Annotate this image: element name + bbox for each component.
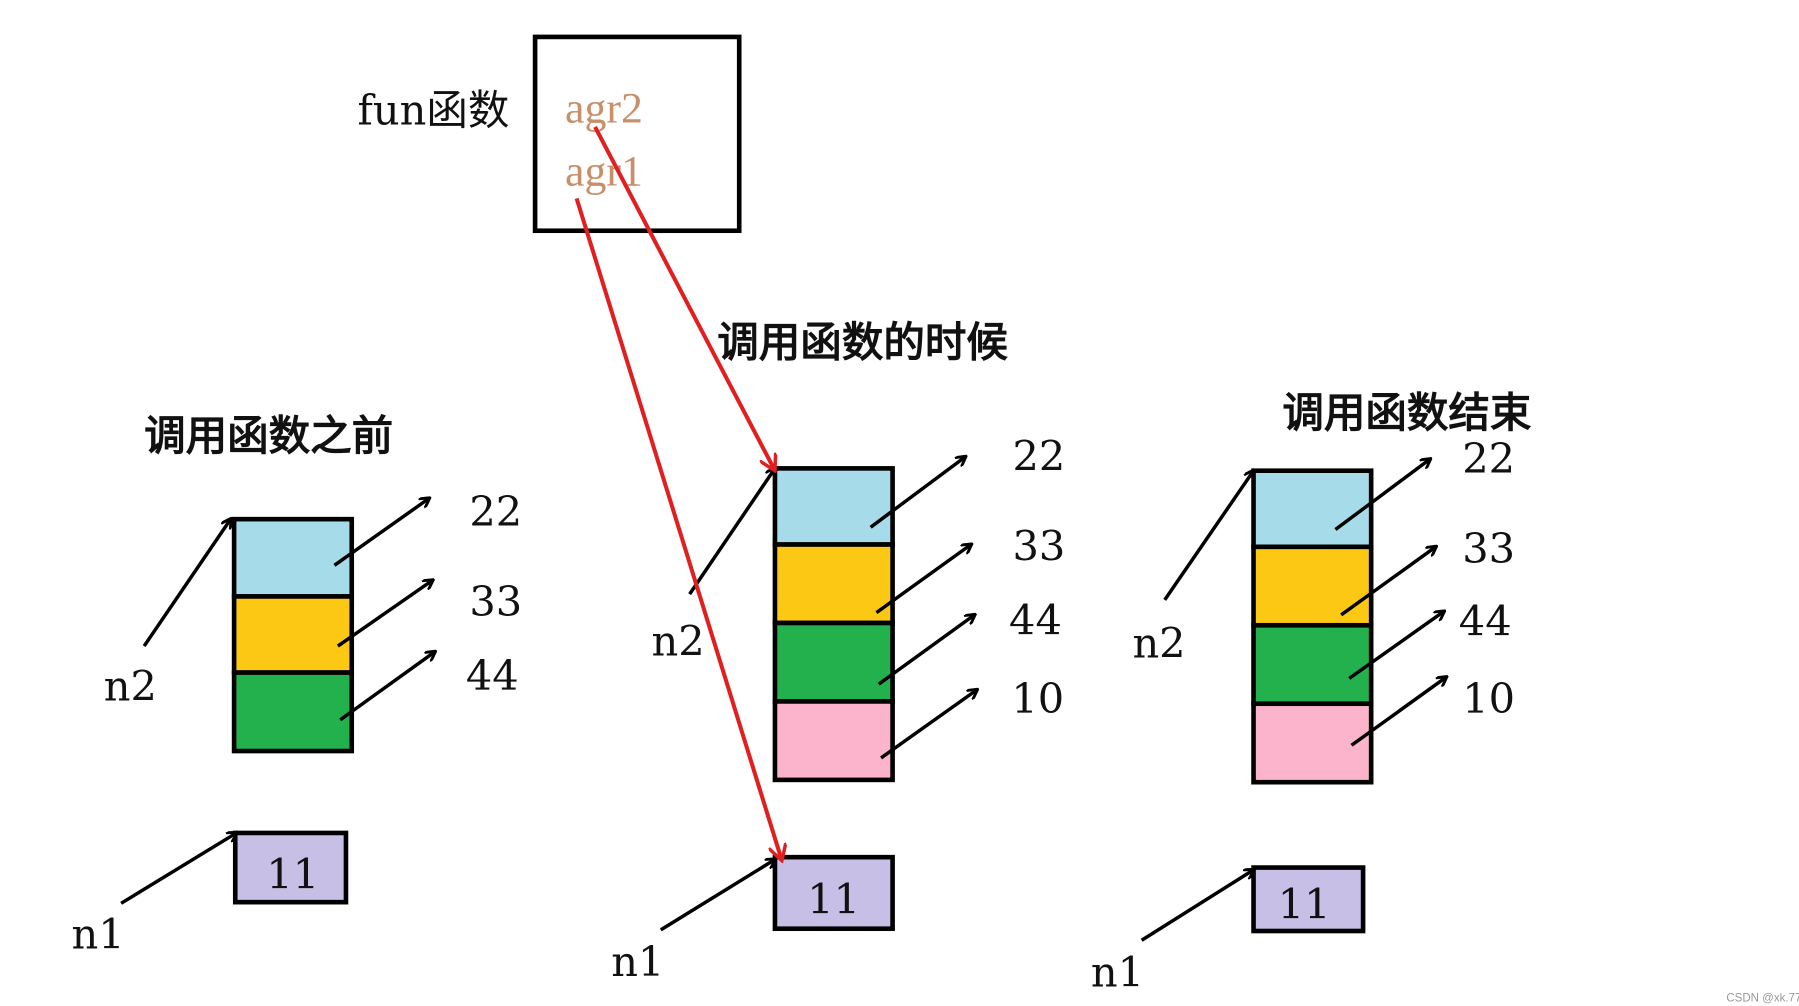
- array-cell: [1251, 544, 1374, 628]
- n1-value: 11: [266, 849, 319, 898]
- pointer-arrow: [1340, 547, 1436, 617]
- n1-arrow: [120, 833, 236, 905]
- fun-label: fun函数: [357, 86, 509, 135]
- n1-box: [772, 854, 895, 932]
- value-label: 44: [466, 651, 519, 700]
- pointer-arrow: [1350, 677, 1447, 747]
- array-cell: [231, 516, 355, 599]
- arg1-red-arrow: [574, 197, 782, 860]
- fun-function-frame: fun函数 agr2 agr1: [357, 34, 742, 234]
- n1-value: 11: [1278, 879, 1331, 928]
- n2-label: n2: [1132, 619, 1185, 668]
- n1-arrow: [659, 859, 775, 932]
- n1-label: n1: [611, 937, 664, 986]
- value-label: 44: [1459, 597, 1512, 646]
- pointer-arrow: [1334, 459, 1430, 531]
- array-cell: [1251, 468, 1374, 550]
- n2-label: n2: [104, 661, 157, 710]
- panel-title: 调用函数结束: [1282, 388, 1532, 437]
- array-cell: [231, 670, 355, 754]
- pointer-arrow: [880, 690, 977, 760]
- value-label: 10: [1462, 674, 1515, 723]
- value-label: 22: [1462, 434, 1515, 483]
- panel-title: 调用函数的时候: [717, 317, 1008, 366]
- n1-arrow: [1140, 870, 1254, 942]
- n1-box: [1251, 865, 1366, 934]
- pointer-arrow: [339, 652, 435, 722]
- arg2-label: agr2: [565, 84, 643, 132]
- watermark: CSDN @xk.77: [1726, 992, 1799, 1004]
- fun-box: [532, 34, 742, 234]
- n2-label: n2: [652, 616, 705, 665]
- value-label: 22: [469, 487, 522, 536]
- panel-before-call: 调用函数之前 22 33 44 n2 11 n1: [71, 411, 522, 958]
- array-cell: [1251, 622, 1374, 707]
- value-label: 22: [1013, 432, 1066, 481]
- array-cell: [772, 620, 895, 704]
- array-cell: [772, 466, 895, 547]
- value-label: 44: [1009, 596, 1062, 645]
- value-label: 33: [1013, 522, 1066, 571]
- pointer-arrow: [875, 545, 971, 615]
- array-cell: [231, 594, 355, 675]
- n1-label: n1: [71, 909, 124, 958]
- pointer-arrow: [877, 615, 975, 686]
- array-cell: [1251, 701, 1374, 785]
- array-cell: [772, 699, 895, 783]
- pointer-arrow: [336, 580, 433, 648]
- n1-label: n1: [1091, 947, 1144, 996]
- panel-after-call: 调用函数结束 22 33 44 10 n2 11 n1: [1091, 388, 1532, 997]
- arg2-red-arrow: [593, 125, 775, 471]
- pointer-arrow: [869, 457, 966, 529]
- pointer-arrow: [333, 498, 429, 567]
- panel-during-call: 调用函数的时候 22 33 44 10 n2 11 n1: [611, 317, 1065, 986]
- array-cell: [772, 542, 895, 626]
- value-label: 33: [1462, 524, 1515, 573]
- n2-arrow: [688, 468, 775, 596]
- n2-arrow: [1163, 471, 1254, 601]
- value-label: 33: [469, 577, 522, 626]
- n1-value: 11: [807, 875, 860, 924]
- n2-arrow: [142, 519, 230, 648]
- n1-box: [232, 830, 349, 905]
- panel-title: 调用函数之前: [144, 411, 393, 460]
- value-label: 10: [1011, 674, 1064, 723]
- pointer-arrow: [1348, 611, 1444, 680]
- arg1-label: agr1: [565, 148, 643, 196]
